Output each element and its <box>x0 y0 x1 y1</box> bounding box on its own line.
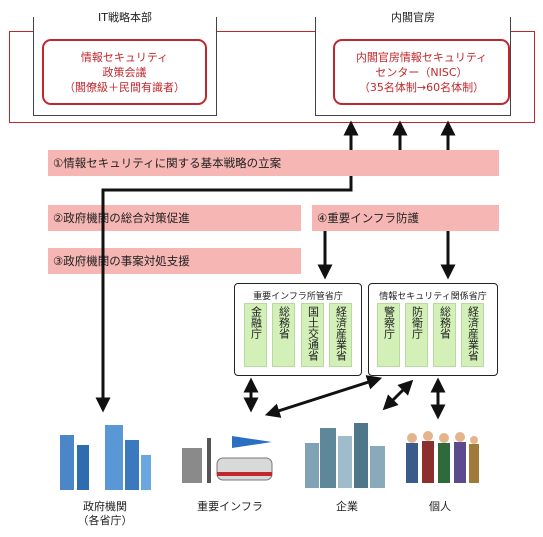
security-policy-council-line1: 情報セキュリティ <box>80 50 169 64</box>
it-strategy-hq-title: IT戦略本部 <box>34 11 216 25</box>
security-ministry-meti: 経済産業省 <box>461 303 484 367</box>
security-policy-council-box: 情報セキュリティ 政策会議 （閣僚級＋民間有識者） <box>42 39 207 105</box>
infra-ministry-meti: 経済産業省 <box>329 303 352 367</box>
individual-label: 個人 <box>429 500 451 513</box>
gov-agencies-label-line1: 政府機関 <box>83 500 127 513</box>
infra-ministries-title: 重要インフラ所管省庁 <box>253 292 343 302</box>
infra-ministries-group: 重要インフラ所管省庁 金融庁 総務省 国土交通省 経済産業省 <box>234 283 362 376</box>
people-illustration <box>406 431 479 483</box>
nisc-line2: センター（NISC） <box>375 65 468 79</box>
nisc-box: 内閣官房情報セキュリティ センター（NISC） （35名体制→60名体制） <box>333 39 510 105</box>
security-ministry-jda: 防衛庁 <box>405 303 428 367</box>
arrow-security-to-company <box>382 379 414 411</box>
company-label: 企業 <box>336 500 358 513</box>
policy-council-frame <box>9 31 535 123</box>
security-policy-council-line2: 政策会議 <box>102 65 147 79</box>
infra-ministry-fsa: 金融庁 <box>244 303 267 367</box>
gov-agencies-label-line2: （各省庁） <box>77 514 133 527</box>
nisc-line3: （35名体制→60名体制） <box>358 80 485 94</box>
gov-buildings-illustration <box>60 425 151 490</box>
security-ministries-title: 情報セキュリティ関係省庁 <box>379 292 487 302</box>
security-ministry-npa: 警察庁 <box>377 303 400 367</box>
security-policy-council-line3: （閣僚級＋民間有識者） <box>64 80 185 94</box>
security-ministries-group: 情報セキュリティ関係省庁 警察庁 防衛庁 総務省 経済産業省 <box>368 283 498 376</box>
cabinet-secretariat-title: 内閣官房 <box>316 11 510 25</box>
security-ministry-mic: 総務省 <box>433 303 456 367</box>
infra-illustration <box>182 436 273 483</box>
company-buildings-illustration <box>305 423 385 488</box>
infra-ministry-mlit: 国土交通省 <box>301 303 324 367</box>
critical-infra-label: 重要インフラ <box>197 500 263 513</box>
strategy-bar: ①情報セキュリティに関する基本戦略の立案 <box>48 150 499 176</box>
down-arrow-gov <box>95 176 353 413</box>
infra-ministry-mic: 総務省 <box>272 303 295 367</box>
incident-support-bar: ③政府機関の事案対処支援 <box>48 248 301 274</box>
nisc-line1: 内閣官房情報セキュリティ <box>355 50 488 64</box>
arrow-security-to-infra <box>264 375 383 418</box>
critical-infra-bar: ④重要インフラ防護 <box>312 205 499 231</box>
gov-agencies-label: 政府機関 （各省庁） <box>55 500 155 528</box>
gov-measures-bar: ②政府機関の総合対策促進 <box>48 205 301 231</box>
